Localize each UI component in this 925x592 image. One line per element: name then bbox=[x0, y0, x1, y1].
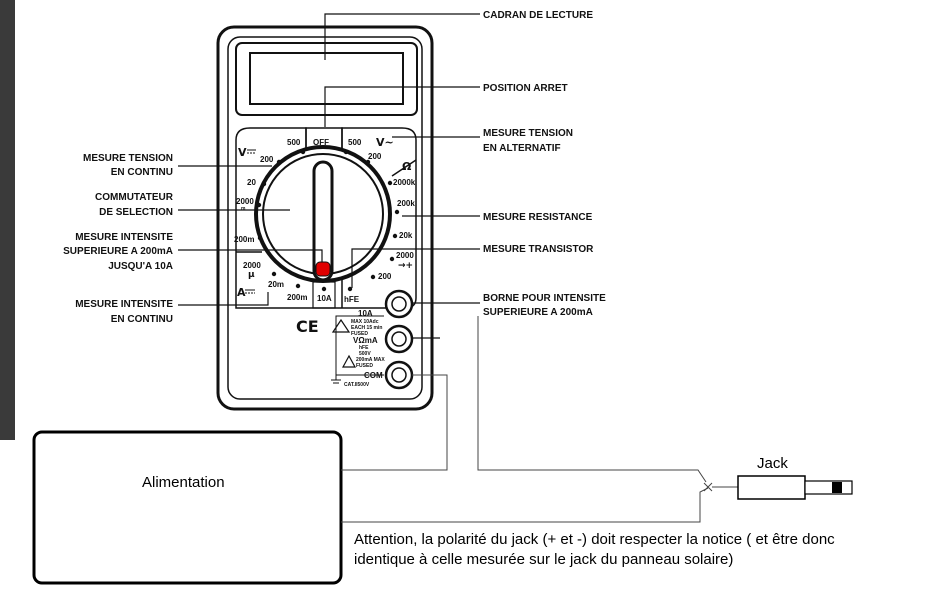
label-cadran: CADRAN DE LECTURE bbox=[483, 10, 593, 21]
dial-ohm-2000k: 2000k bbox=[393, 178, 416, 187]
supply-label: Alimentation bbox=[142, 474, 225, 491]
label-inthi-1: MESURE INTENSITE bbox=[75, 232, 173, 243]
label-comm-1: COMMUTATEUR bbox=[95, 192, 174, 203]
jack-vohma-label: VΩmA bbox=[353, 336, 378, 345]
wires bbox=[341, 316, 709, 523]
dial-adc-label: A bbox=[237, 286, 246, 299]
label-dcv-1: MESURE TENSION bbox=[83, 153, 173, 164]
jack-10a[interactable] bbox=[384, 289, 414, 319]
lcd-display bbox=[249, 52, 404, 105]
diode-symbol: →+ bbox=[398, 261, 413, 271]
display-bezel bbox=[235, 42, 418, 116]
jack-10a-note-3: FUSED bbox=[351, 331, 368, 337]
warning-triangle-icon bbox=[331, 318, 351, 333]
label-transistor: MESURE TRANSISTOR bbox=[483, 244, 594, 255]
dial-ohm-200k: 200k bbox=[397, 199, 415, 208]
label-arret: POSITION ARRET bbox=[483, 83, 568, 94]
label-alt-2: EN ALTERNATIF bbox=[483, 143, 561, 154]
label-borne-2: SUPERIEURE A 200mA bbox=[483, 307, 593, 318]
dial-vac-label: V~ bbox=[376, 136, 394, 149]
dial-vac-500: 500 bbox=[348, 138, 362, 147]
dial-panel bbox=[235, 127, 417, 309]
label-inthi-3: JUSQU'A 10A bbox=[108, 261, 173, 272]
left-dark-strip bbox=[0, 0, 15, 440]
dial-vdc-20: 20 bbox=[247, 178, 256, 187]
jack-com[interactable] bbox=[384, 360, 414, 390]
label-intdc-2: EN CONTINU bbox=[111, 314, 173, 325]
jack-10a-note-2: EACH 15 min bbox=[351, 325, 382, 331]
input-jacks: 10A MAX 10Adc EACH 15 min FUSED VΩmA hFE… bbox=[331, 289, 414, 390]
jack-vmax-label: 500V bbox=[359, 351, 371, 357]
cat-rating-label: CAT.II500V bbox=[344, 382, 370, 388]
warning-text-1: Attention, la polarité du jack (+ et -) … bbox=[354, 531, 835, 548]
dial-vdc-200: 200 bbox=[260, 155, 274, 164]
dial-off-label: OFF bbox=[313, 138, 329, 147]
dial-adc-200m: 200m bbox=[234, 235, 254, 244]
dial-adc-m: m bbox=[241, 206, 246, 212]
jack-10a-label: 10A bbox=[358, 309, 373, 318]
dial-a-2000: 2000 bbox=[243, 261, 261, 270]
label-inthi-2: SUPERIEURE A 200mA bbox=[63, 246, 173, 257]
ce-mark: CE bbox=[296, 317, 319, 336]
jack-label: Jack bbox=[757, 455, 788, 472]
selector-red-tip bbox=[315, 261, 331, 277]
dial-ohm-2000: 2000 bbox=[396, 251, 414, 260]
dial-ohm-20k: 20k bbox=[399, 231, 413, 240]
power-supply-box: Alimentation bbox=[32, 430, 343, 585]
dial-hfe-label: hFE bbox=[344, 295, 360, 304]
dial-micro-label: μ bbox=[248, 270, 255, 280]
dial-adc-2000: 2000 bbox=[236, 197, 254, 206]
jack-10a-note-1: MAX 10Adc bbox=[351, 319, 379, 325]
rotary-selector[interactable] bbox=[254, 145, 392, 283]
label-resistance: MESURE RESISTANCE bbox=[483, 212, 593, 223]
dial-a-200m: 200m bbox=[287, 293, 307, 302]
dial-a-20m: 20m bbox=[268, 280, 284, 289]
dial-10a-label: 10A bbox=[317, 294, 332, 303]
label-borne-1: BORNE POUR INTENSITE bbox=[483, 293, 606, 304]
label-alt-1: MESURE TENSION bbox=[483, 128, 573, 139]
label-intdc-1: MESURE INTENSITE bbox=[75, 299, 173, 310]
jack-fuse-1: 200mA MAX bbox=[356, 357, 385, 363]
callout-lines bbox=[178, 13, 480, 339]
warning-triangle-icon bbox=[341, 354, 357, 368]
label-comm-2: DE SELECTION bbox=[99, 207, 173, 218]
annotation-labels: CADRAN DE LECTURE POSITION ARRET MESURE … bbox=[63, 10, 606, 325]
jack-vohma[interactable] bbox=[384, 324, 414, 354]
dial-markings: OFF V 500 200 20 2000 m 200m 500 V~ 200 … bbox=[234, 136, 416, 336]
warning-text-2: identique à celle mesurée sur le jack du… bbox=[354, 551, 733, 568]
jack-fuse-2: FUSED bbox=[356, 363, 373, 369]
dial-vdc-500: 500 bbox=[287, 138, 301, 147]
dial-vac-200: 200 bbox=[368, 152, 382, 161]
jack-plug: Jack bbox=[703, 455, 853, 500]
dial-vdc-label: V bbox=[238, 146, 247, 159]
label-dcv-2: EN CONTINU bbox=[111, 167, 173, 178]
jack-hfe-label: hFE bbox=[359, 345, 369, 351]
dial-ohm-200: 200 bbox=[378, 272, 392, 281]
dial-ohm-label: Ω bbox=[402, 160, 412, 173]
